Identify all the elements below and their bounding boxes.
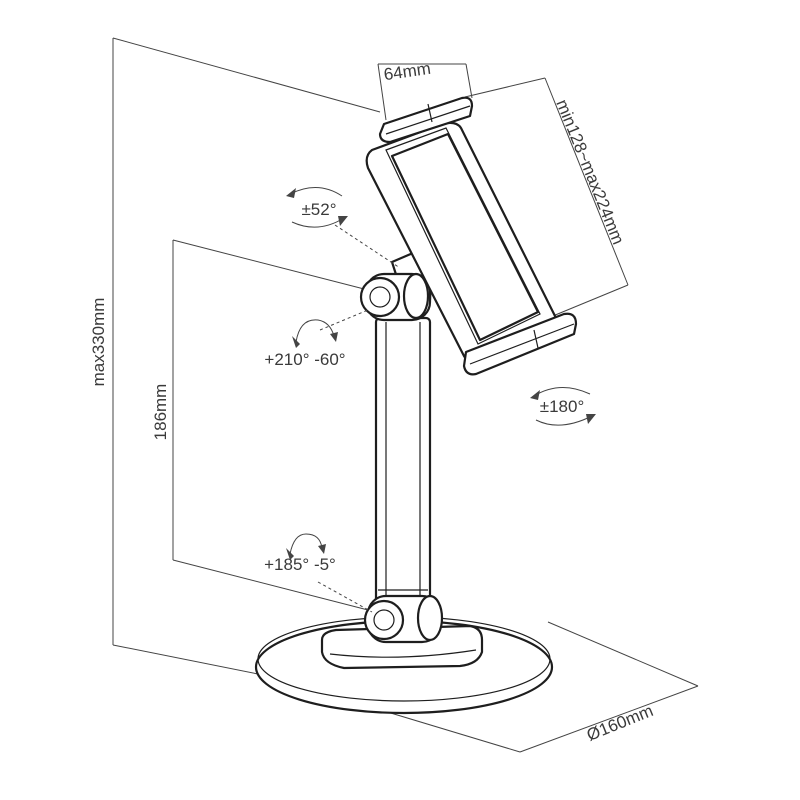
base-mount-block xyxy=(320,624,484,670)
upper-hinge-knob-cap xyxy=(369,286,391,308)
holder-rotation-arrowhead-top xyxy=(530,390,540,400)
clamp-range-line xyxy=(544,77,629,286)
lower-hinge-knob xyxy=(363,599,405,641)
lower-tilt-leader xyxy=(317,581,373,613)
arm-top-extension xyxy=(172,239,369,291)
holder-back-panel xyxy=(390,132,540,342)
leader-lines xyxy=(317,224,401,613)
holder-rotation-arrow-top xyxy=(533,387,591,397)
lower-tilt-arrow xyxy=(289,533,323,555)
clamp-range-label: min128~max224mm xyxy=(552,97,627,247)
upper-hinge-knob xyxy=(359,276,401,318)
tablet-holder xyxy=(365,96,578,376)
base-mount-edge xyxy=(329,649,477,658)
bottom-clamp-jaw xyxy=(462,312,578,376)
swivel-leader xyxy=(334,224,401,269)
base-diameter-right-extension xyxy=(547,621,699,687)
clamp-range-bottom-extension xyxy=(547,284,629,319)
base-diameter-label: Ø160mm xyxy=(584,701,656,745)
clamp-swivel-label: ±52° xyxy=(301,200,336,219)
swivel-arrowhead-bottom xyxy=(338,216,348,226)
clamp-depth-label: 64mm xyxy=(383,59,432,84)
upper-hinge-knob-right xyxy=(402,272,430,320)
base-diameter-line xyxy=(519,685,699,753)
max-height-bottom-extension xyxy=(112,644,269,677)
vertical-arm xyxy=(374,316,432,616)
max-height-label: max330mm xyxy=(89,298,108,387)
upper-tilt-arrowhead-left xyxy=(292,336,300,348)
rotation-arrows xyxy=(286,187,596,560)
upper-tilt-leader xyxy=(319,309,369,331)
holder-frame-inner xyxy=(385,127,541,345)
upper-tilt-arrowhead-right xyxy=(330,332,338,342)
swivel-arrow-top xyxy=(289,187,343,197)
holder-rotation-arrowhead-bottom xyxy=(586,414,596,424)
clamp-range-top-extension xyxy=(464,77,546,98)
arm-body xyxy=(374,316,432,616)
top-clamp-tab xyxy=(427,103,433,123)
lower-hinge xyxy=(363,594,444,644)
max-height-top-extension xyxy=(112,37,381,113)
arm-bottom-extension xyxy=(172,559,369,611)
lower-tilt-label: +185° -5° xyxy=(264,555,336,574)
upper-hinge xyxy=(359,248,432,322)
top-clamp-edge xyxy=(385,105,471,135)
clamp-depth-right-extension xyxy=(465,63,473,99)
arm-length-label: 186mm xyxy=(151,384,170,441)
swivel-arrowhead-top xyxy=(286,188,296,198)
holder-rotation-label: ±180° xyxy=(540,397,585,416)
clamp-depth-left-extension xyxy=(377,63,387,121)
bottom-clamp-edge xyxy=(469,323,575,365)
holder-rotation-arrow-bottom xyxy=(535,415,593,426)
lower-tilt-arrowhead-right xyxy=(318,544,326,554)
lower-tilt-arrowhead-left xyxy=(286,548,294,560)
upper-tilt-arrow xyxy=(295,319,335,343)
top-clamp-jaw xyxy=(378,96,474,144)
lower-hinge-knob-cap xyxy=(373,609,395,631)
upper-tilt-label: +210° -60° xyxy=(264,350,345,369)
bottom-clamp-tab xyxy=(533,329,539,349)
lower-hinge-knob-right xyxy=(416,594,444,642)
